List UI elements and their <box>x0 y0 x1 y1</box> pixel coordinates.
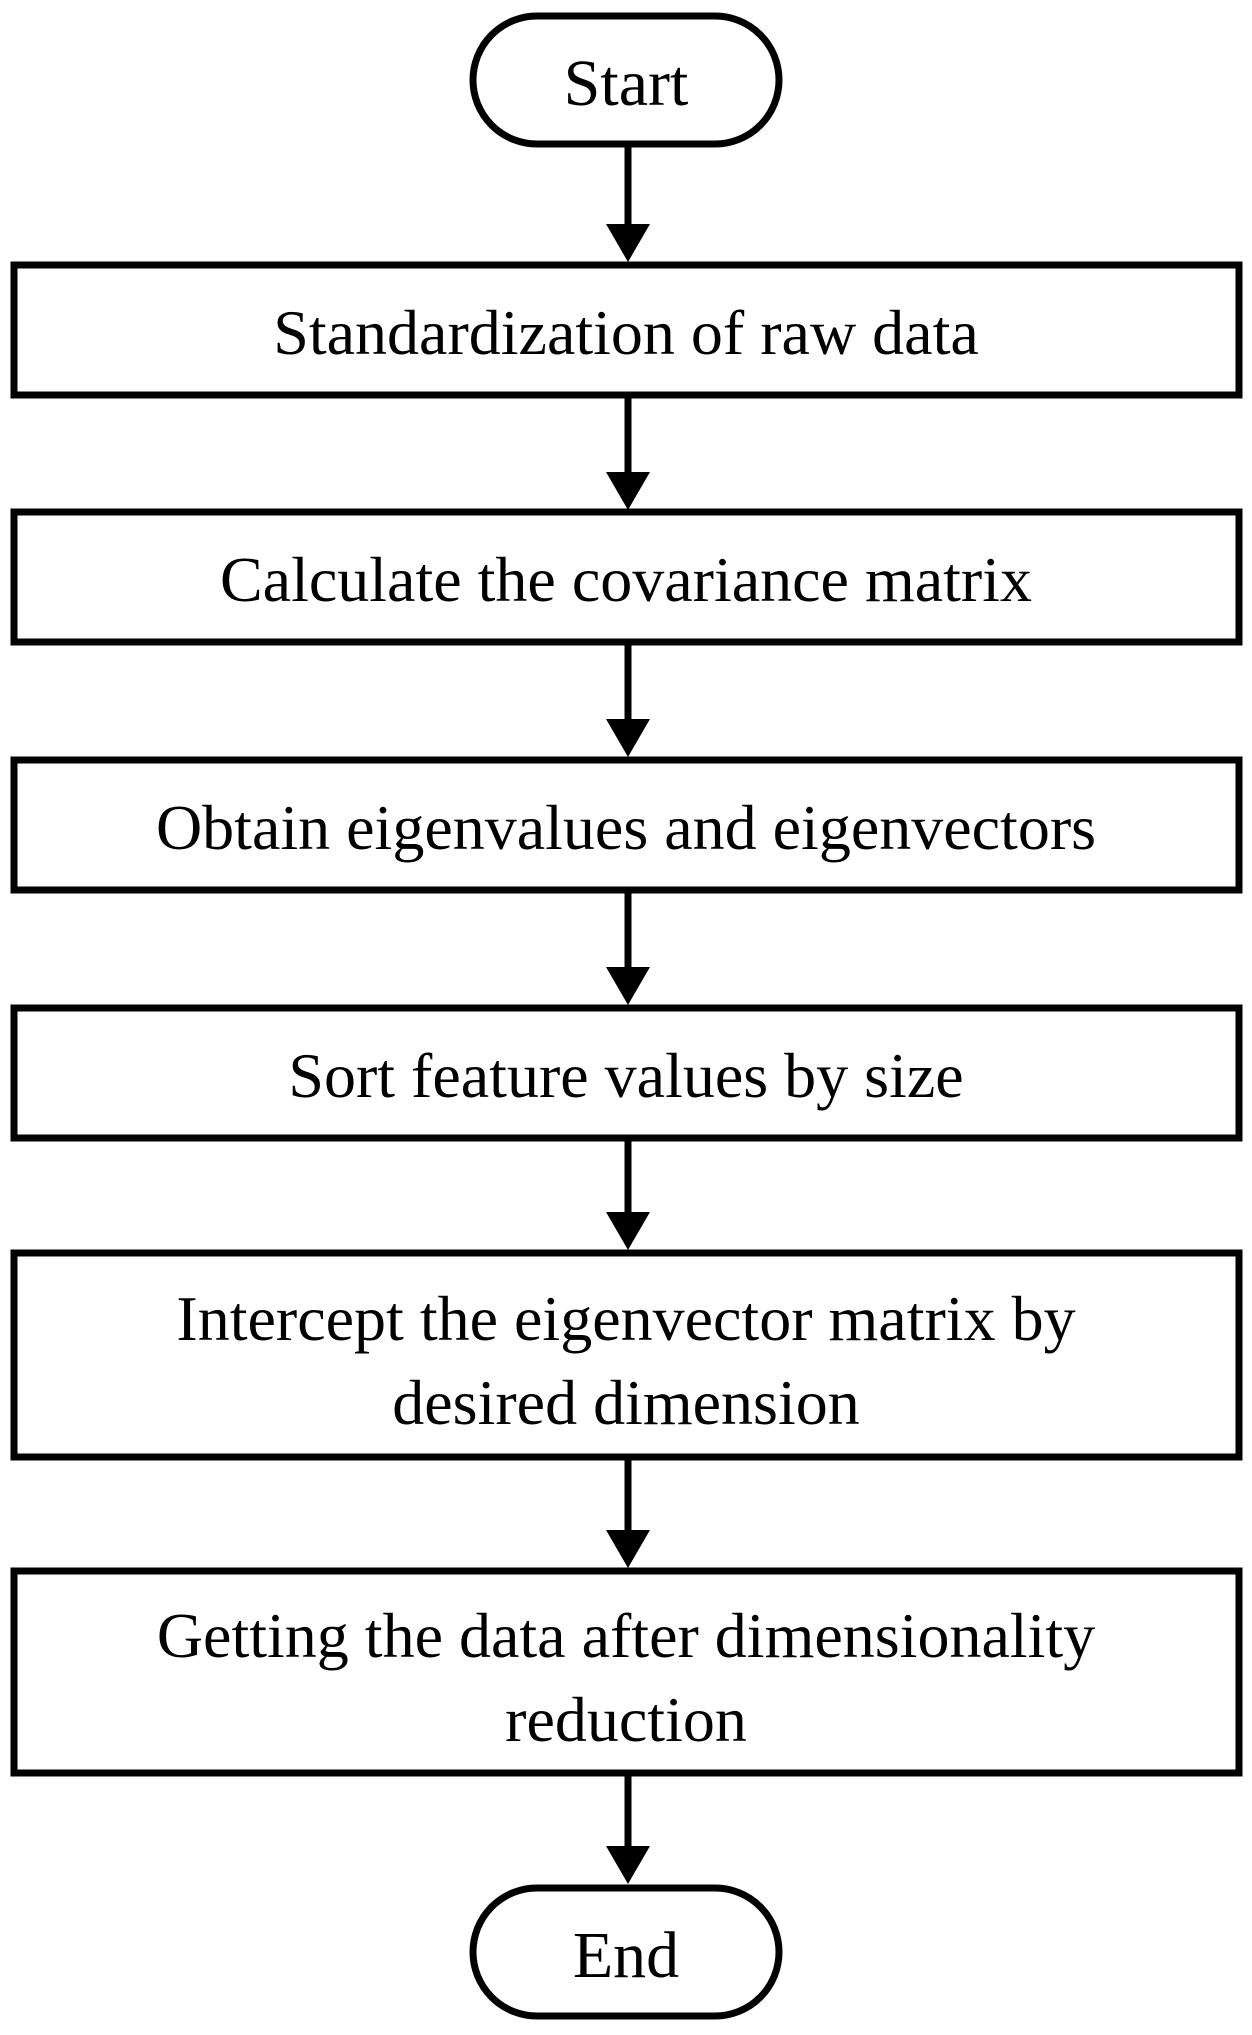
process-step-3-label: Obtain eigenvalues and eigenvectors <box>156 792 1096 863</box>
process-step-2-box <box>10 508 1243 646</box>
arrow-step-5-to-step-6 <box>606 1460 650 1568</box>
end-terminal: End <box>469 1884 783 2020</box>
process-step-6: Getting the data after dimensionality re… <box>10 1567 1243 1777</box>
process-step-4: Sort feature values by size <box>10 1004 1243 1142</box>
process-step-2-label: Calculate the covariance matrix <box>220 544 1032 615</box>
arrow-start-to-step-1 <box>606 144 650 262</box>
process-step-2: Calculate the covariance matrix <box>10 508 1243 646</box>
process-step-6-label-line-1: Getting the data after dimensionality <box>157 1600 1095 1671</box>
start-label: Start <box>564 47 689 120</box>
process-step-3: Obtain eigenvalues and eigenvectors <box>10 756 1243 894</box>
arrow-step-3-to-step-4 <box>606 893 650 1005</box>
process-step-5-label-line-2: desired dimension <box>392 1367 859 1438</box>
process-step-3-box <box>10 756 1243 894</box>
process-step-6-label-line-2: reduction <box>505 1684 747 1755</box>
process-step-1: Standardization of raw data <box>10 261 1243 399</box>
process-step-4-box <box>10 1004 1243 1142</box>
arrow-step-1-to-step-2 <box>606 398 650 510</box>
end-terminal-shape <box>469 1884 783 2020</box>
process-step-5-box <box>10 1249 1243 1461</box>
end-label: End <box>573 1919 679 1992</box>
arrow-step-4-to-step-5 <box>606 1141 650 1250</box>
process-step-1-label: Standardization of raw data <box>273 297 979 368</box>
process-step-4-label: Sort feature values by size <box>288 1040 963 1111</box>
process-step-5-label-line-1: Intercept the eigenvector matrix by <box>176 1283 1075 1354</box>
process-step-1-box <box>10 261 1243 399</box>
process-step-6-box <box>10 1567 1243 1777</box>
process-step-5: Intercept the eigenvector matrix by desi… <box>10 1249 1243 1461</box>
start-terminal: Start <box>469 12 783 148</box>
arrow-step-6-to-end <box>606 1776 650 1884</box>
arrow-step-2-to-step-3 <box>606 645 650 757</box>
